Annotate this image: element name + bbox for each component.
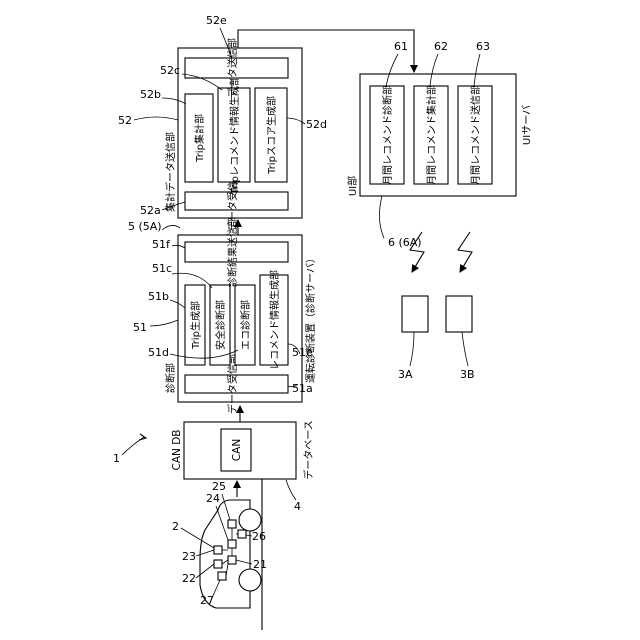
- veh-block-25: [228, 520, 236, 528]
- ui-server-label: UIサーバ: [521, 105, 533, 145]
- leader-51: [150, 320, 178, 326]
- ref-51a: 51a: [292, 382, 313, 395]
- leader-ui: [379, 196, 384, 238]
- ref-52e: 52e: [206, 14, 227, 27]
- leader-3b: [462, 332, 468, 366]
- veh-block-22: [214, 560, 222, 568]
- ref-51f: 51f: [152, 238, 171, 251]
- ref-system: 1: [113, 452, 120, 465]
- ref-61: 61: [394, 40, 408, 53]
- leader-3a: [410, 332, 414, 366]
- terminal-3b: [446, 296, 472, 332]
- ref-52a: 52a: [140, 204, 161, 217]
- ref-3a: 3A: [398, 368, 413, 381]
- trip-agg-52b-label: Trip集計部: [193, 114, 206, 163]
- ui-unit-label: UI部: [346, 176, 359, 196]
- rear-wheel: [239, 569, 261, 591]
- veh-block-24: [228, 540, 236, 548]
- veh-block-27: [218, 572, 226, 580]
- diagnosis-unit-label: 診断部: [164, 363, 177, 393]
- veh-block-21: [228, 556, 236, 564]
- monthly-send-63-label: 月間レコメンド送信部: [469, 85, 482, 185]
- ref-51e: 51e: [292, 346, 313, 359]
- server-label: 運転診断装置（診断サーバ）: [304, 253, 317, 383]
- eco-51d-label: エコ診断部: [239, 300, 252, 350]
- wireless-link-2: [458, 232, 472, 272]
- ref-server: 5 (5A): [128, 220, 162, 233]
- ref-3b: 3B: [460, 368, 475, 381]
- ref-51c: 51c: [152, 262, 172, 275]
- monthly-agg-62-label: 月間レコメンド集計部: [425, 85, 438, 185]
- ref-ui: 6 (6A): [388, 236, 422, 249]
- trip-gen-51b-label: Trip生成部: [189, 301, 202, 350]
- leader-server: [162, 225, 180, 230]
- terminal-3a: [402, 296, 428, 332]
- can-db-label: CAN DB: [171, 430, 183, 471]
- ref-21: 21: [253, 558, 267, 571]
- ref-23: 23: [182, 550, 196, 563]
- ref-25: 25: [212, 480, 226, 493]
- leader-system-arrow: [139, 434, 146, 440]
- trip-score-52d-label: Tripスコア生成部: [265, 96, 278, 175]
- ref-51: 51: [133, 321, 147, 334]
- database-label: データベース: [302, 420, 315, 480]
- ref-26: 26: [252, 530, 266, 543]
- recommend-gen-51e-label: レコメンド情報生成部: [268, 270, 281, 370]
- monthly-diag-61-label: 月間レコメンド診断部: [381, 85, 394, 185]
- ref-52: 52: [118, 114, 132, 127]
- ref-database: 4: [294, 500, 301, 513]
- veh-block-26: [238, 530, 246, 538]
- leader-database: [286, 480, 296, 500]
- ref-63: 63: [476, 40, 490, 53]
- ref-51b: 51b: [148, 290, 169, 303]
- ref-51d: 51d: [148, 346, 169, 359]
- ref-27: 27: [200, 594, 214, 607]
- can-label: CAN: [231, 439, 243, 461]
- front-wheel: [239, 509, 261, 531]
- ref-52b: 52b: [140, 88, 161, 101]
- veh-block-23: [214, 546, 222, 554]
- ref-62: 62: [434, 40, 448, 53]
- aggregate-unit-label: 集計データ送信部: [164, 132, 177, 212]
- ref-52d: 52d: [306, 118, 327, 131]
- ref-vehicle: 2: [172, 520, 179, 533]
- safety-51c-label: 安全診断部: [214, 300, 227, 350]
- ref-52c: 52c: [160, 64, 180, 77]
- ref-22: 22: [182, 572, 196, 585]
- ref-24: 24: [206, 492, 220, 505]
- leader-52: [134, 117, 178, 120]
- vehicle: [200, 500, 261, 608]
